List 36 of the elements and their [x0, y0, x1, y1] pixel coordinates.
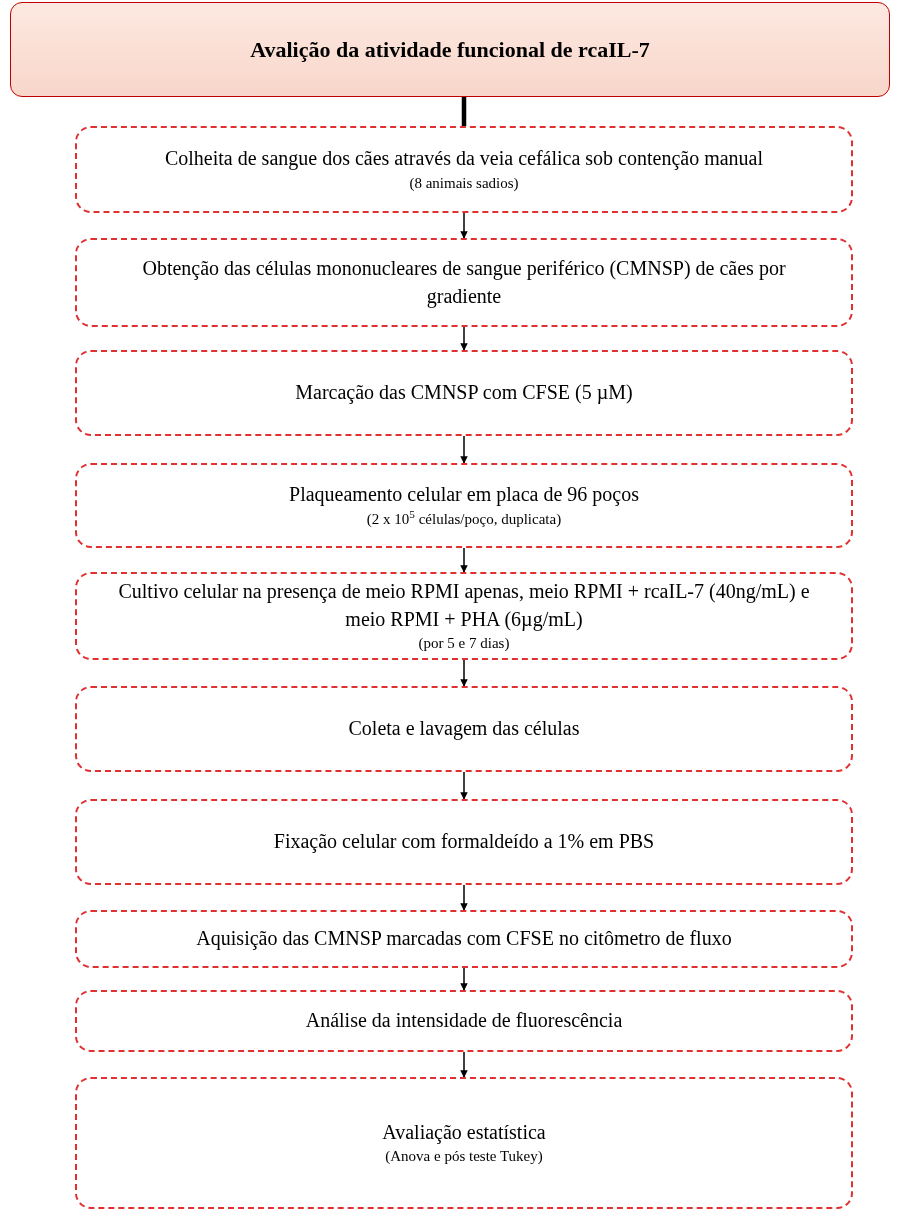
step-text: Análise da intensidade de fluorescência [305, 1008, 623, 1034]
arrow [460, 326, 468, 351]
process-box [75, 910, 853, 968]
process-box [75, 126, 853, 213]
step-text: Plaqueamento celular em placa de 96 poços [289, 482, 639, 508]
arrow [460, 547, 468, 573]
process-box [75, 463, 853, 548]
process-box [75, 238, 853, 327]
step-text: Avaliação estatística [382, 1119, 546, 1146]
process-box [75, 572, 853, 660]
step-text: Marcação das CMNSP com CFSE (5 µM) [295, 380, 633, 406]
arrow [460, 1051, 468, 1078]
arrow [460, 967, 468, 991]
arrow [460, 435, 468, 464]
step-note: (Anova e pós teste Tukey) [385, 1147, 543, 1167]
step-note: (por 5 e 7 dias) [418, 634, 510, 654]
process-box [75, 799, 853, 885]
connector-line [461, 97, 467, 126]
process-box [75, 1077, 853, 1209]
title-text: Avalição da atividade funcional de rcaIL-7 [250, 35, 650, 64]
step-text: Colheita de sangue dos cães através da veia cefálica sob contenção manual [164, 146, 764, 172]
step-text: Cultivo celular na presença de meio RPMI apenas, meio RPMI + rcaIL-7 (40ng/mL) e meio RPMI + PHA (6µg/mL) [117, 579, 811, 633]
arrow [460, 884, 468, 911]
process-box [75, 686, 853, 772]
step-text: Fixação celular com formaldeído a 1% em PBS [273, 829, 655, 855]
step-note: (2 x 10$^{5}$ células/poço, duplicata) [366, 508, 562, 529]
step-note: (8 animais sadios) [409, 173, 519, 193]
arrow [460, 659, 468, 687]
step-text: Obtenção das células mononucleares de sangue periférico (CMNSP) de cães por gradiente [141, 256, 787, 310]
step-text: Coleta e lavagem das células [348, 716, 580, 742]
arrow [460, 771, 468, 800]
arrow [460, 212, 468, 239]
step-text: Aquisição das CMNSP marcadas com CFSE no citômetro de fluxo [196, 926, 732, 952]
process-box [75, 990, 853, 1052]
process-box [75, 350, 853, 436]
title-box [10, 2, 890, 97]
